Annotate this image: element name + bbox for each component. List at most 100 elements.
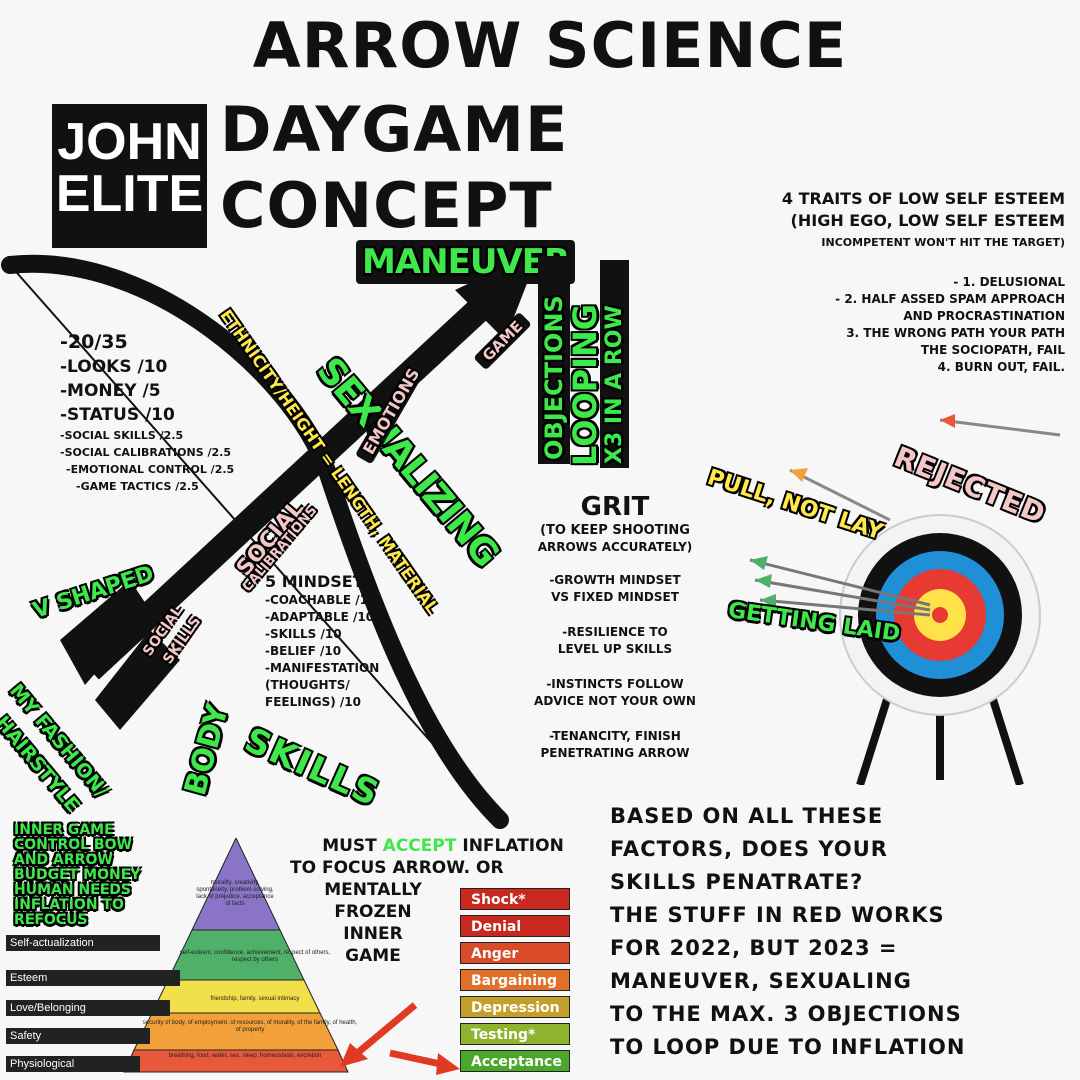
label-maneuver: MANEUVER <box>356 240 576 284</box>
arrow-fletching <box>95 630 180 730</box>
inner-game-item: HUMAN NEEDS <box>14 882 131 898</box>
conclusion-line: TO THE MAX. 3 OBJECTIONS <box>610 1002 962 1026</box>
mindset-item: -SKILLS /10 <box>265 627 342 641</box>
mindset-item: FEELINGS) /10 <box>265 695 361 709</box>
accept-line5: INNER <box>343 924 403 944</box>
scores-block: -20/35 -LOOKS /10 -MONEY /5 -STATUS /10 … <box>60 330 340 495</box>
inner-game-block: INNER GAME CONTROL BOW AND ARROW BUDGET … <box>14 823 204 928</box>
traits-block: 4 TRAITS OF LOW SELF ESTEEM (HIGH EGO, L… <box>660 188 1065 376</box>
mindsets-title: 5 MINDSETS <box>265 572 376 591</box>
mindsets-block: 5 MINDSETS -COACHABLE /10 -ADAPTABLE /10… <box>265 572 465 711</box>
logo-line1: JOHN <box>57 113 202 171</box>
pyramid-label-physiological: Physiological <box>6 1056 140 1072</box>
inner-game-item: REFOCUS <box>14 912 88 928</box>
score-item: -MONEY /5 <box>60 381 161 401</box>
grief-stages: Shock* Denial Anger Bargaining Depressio… <box>460 888 570 1072</box>
accept-line3: MENTALLY <box>324 880 422 900</box>
score-sub-item: -GAME TACTICS /2.5 <box>76 480 199 493</box>
grief-stage-depression: Depression <box>460 996 570 1018</box>
grit-item: VS FIXED MINDSET <box>551 590 679 604</box>
inner-game-item: AND ARROW <box>14 852 113 868</box>
accept-line4: FROZEN <box>334 902 412 922</box>
grit-item: -INSTINCTS FOLLOW <box>546 677 684 691</box>
pyramid-label-safety: Safety <box>6 1028 150 1044</box>
accept-line2: TO FOCUS ARROW. OR <box>290 858 504 878</box>
grit-subtitle: ARROWS ACCURATELY) <box>537 540 693 554</box>
accept-word: ACCEPT <box>382 836 457 856</box>
logo-line2: ELITE <box>55 165 204 223</box>
title-line1: ARROW SCIENCE <box>252 9 848 82</box>
pyramid-label-self-actualization: Self-actualization <box>6 935 160 951</box>
conclusion-line: MANEUVER, SEXUALING <box>610 969 912 993</box>
pyramid-text-self-actualization: morality, creativity, spontaneity, probl… <box>196 880 274 907</box>
accept-line1: MUST ACCEPT INFLATION <box>288 835 598 857</box>
trait-item: 4. BURN OUT, FAIL. <box>937 360 1065 374</box>
conclusion-line: FOR 2022, BUT 2023 = <box>610 936 898 960</box>
title-line2: DAYGAME CONCEPT <box>220 93 569 242</box>
trait-item: - 2. HALF ASSED SPAM APPROACH <box>835 292 1065 306</box>
trait-item: THE SOCIOPATH, FAIL <box>920 343 1065 357</box>
score-item: -LOOKS /10 <box>60 357 168 377</box>
john-elite-logo: JOHN ELITE <box>52 104 207 248</box>
conclusion-line: FACTORS, DOES YOUR <box>610 837 888 861</box>
mindset-item: -COACHABLE /10 <box>265 593 377 607</box>
arrow-fletching <box>60 580 150 685</box>
grief-stage-bargaining: Bargaining <box>460 969 570 991</box>
red-arrow-head <box>340 1043 368 1067</box>
pyramid-text-esteem: self-esteem, confidence, achievement, re… <box>179 950 331 963</box>
grief-stage-testing: Testing* <box>460 1023 570 1045</box>
accept-line1-a: MUST <box>322 836 383 856</box>
grief-stage-anger: Anger <box>460 942 570 964</box>
grief-stage-acceptance: Acceptance <box>460 1050 570 1072</box>
archery-target <box>839 514 1041 785</box>
grit-item: -TENANCITY, FINISH <box>549 729 681 743</box>
inner-game-item: CONTROL BOW <box>14 837 132 853</box>
conclusion-block: BASED ON ALL THESE FACTORS, DOES YOUR SK… <box>610 800 1070 1064</box>
bow-string <box>9 264 501 821</box>
grief-stage-denial: Denial <box>460 915 570 937</box>
red-arrows <box>340 1002 460 1075</box>
score-sub-item: -SOCIAL SKILLS /2.5 <box>60 429 184 442</box>
mindset-item: -BELIEF /10 <box>265 644 342 658</box>
conclusion-line: SKILLS PENATRATE? <box>610 870 864 894</box>
traits-heading2: (HIGH EGO, LOW SELF ESTEEM <box>790 211 1065 230</box>
grit-title: GRIT <box>580 492 650 522</box>
score-item: -STATUS /10 <box>60 405 175 425</box>
pyramid-text-physiological: breathing, food, water, sex, sleep, home… <box>168 1053 322 1059</box>
accept-line1-c: INFLATION <box>456 836 564 856</box>
traits-heading3: INCOMPETENT WON'T HIT THE TARGET) <box>821 236 1065 249</box>
score-sub-item: -EMOTIONAL CONTROL /2.5 <box>66 463 235 476</box>
red-arrow-head <box>436 1053 460 1075</box>
arrows-in-target <box>749 414 1061 617</box>
accept-block: MUST ACCEPT INFLATION TO FOCUS ARROW. OR… <box>288 835 598 967</box>
inner-game-item: INNER GAME <box>14 822 114 838</box>
grit-item: ADVICE NOT YOUR OWN <box>534 694 696 708</box>
trait-item: - 1. DELUSIONAL <box>953 275 1065 289</box>
arrow-shaft <box>81 280 509 680</box>
trait-item: AND PROCRASTINATION <box>903 309 1065 323</box>
grit-block: GRIT (TO KEEP SHOOTING ARROWS ACCURATELY… <box>500 492 730 762</box>
grit-item: LEVEL UP SKILLS <box>557 642 673 656</box>
grit-item: -GROWTH MINDSET <box>549 573 681 587</box>
conclusion-line: THE STUFF IN RED WORKS <box>610 903 945 927</box>
pyramid-text-love: friendship, family, sexual intimacy <box>210 996 300 1002</box>
inner-game-item: INFLATION TO <box>14 897 124 913</box>
mindset-item: -MANIFESTATION <box>265 661 380 675</box>
maslow-pyramid <box>123 838 349 1073</box>
bow-and-arrow-illustration <box>1 250 540 829</box>
conclusion-line: TO LOOP DUE TO INFLATION <box>610 1035 966 1059</box>
score-item: -20/35 <box>60 331 128 353</box>
inner-game-item: BUDGET MONEY <box>14 867 141 883</box>
bow-limb <box>1 254 509 829</box>
mindset-item: -ADAPTABLE /10 <box>265 610 375 624</box>
conclusion-line: BASED ON ALL THESE <box>610 804 884 828</box>
trait-item: 3. THE WRONG PATH YOUR PATH <box>846 326 1065 340</box>
score-sub-item: -SOCIAL CALIBRATIONS /2.5 <box>60 446 231 459</box>
grit-item: -RESILIENCE TO <box>562 625 668 639</box>
mindset-item: (THOUGHTS/ <box>265 678 350 692</box>
pyramid-label-love-belonging: Love/Belonging <box>6 1000 170 1016</box>
label-x3: X3 IN A ROW <box>600 260 629 468</box>
grit-subtitle: (TO KEEP SHOOTING <box>540 523 690 538</box>
label-looping: LOOPING <box>566 303 604 466</box>
grief-stage-shock: Shock* <box>460 888 570 910</box>
